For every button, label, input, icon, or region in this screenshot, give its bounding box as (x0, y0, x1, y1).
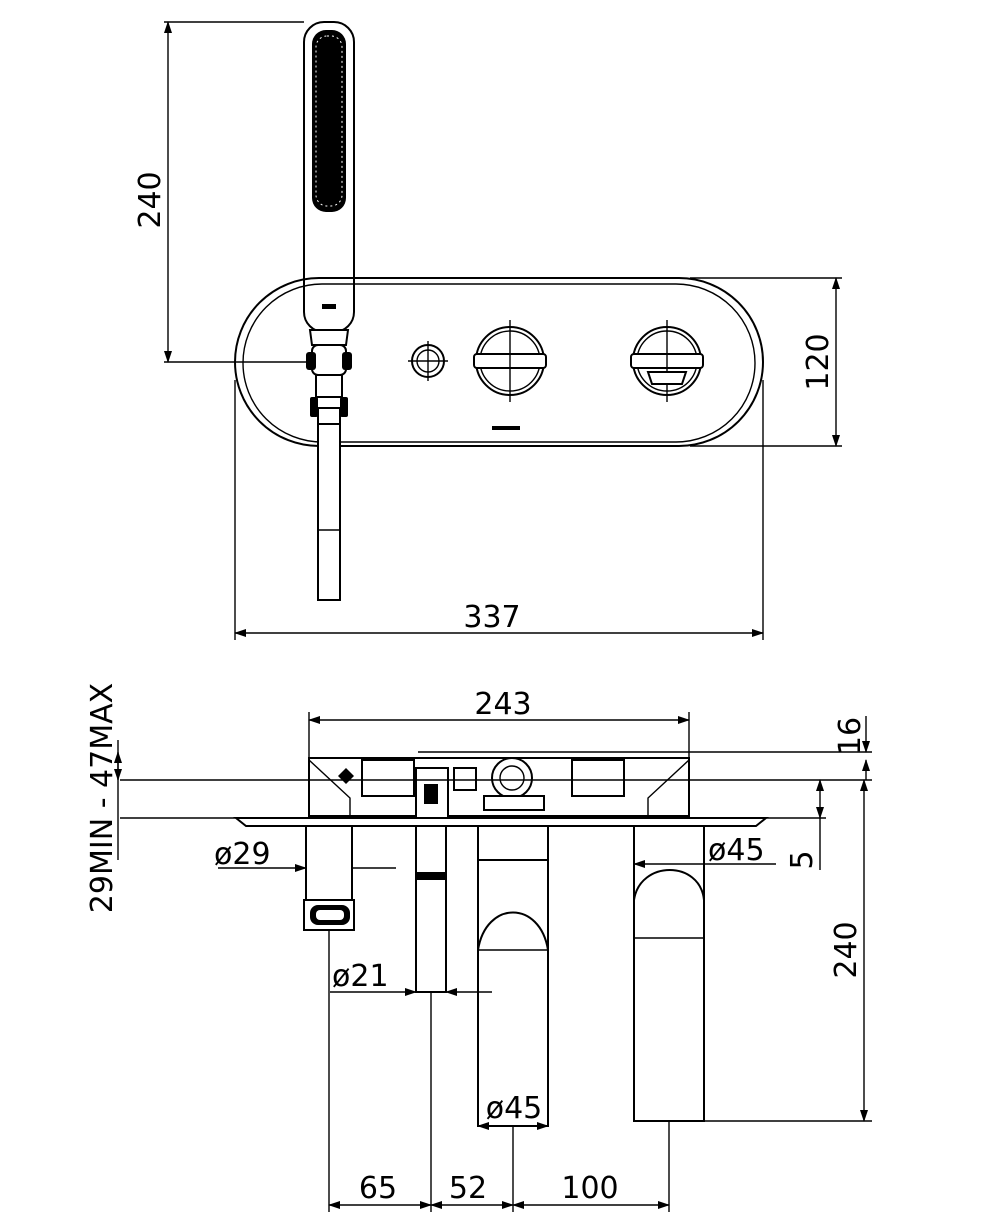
front-plate-inner (242, 283, 756, 443)
center-handle (473, 320, 547, 430)
dim-dia-45-center-label: ø45 (486, 1091, 543, 1126)
dim-body-243: 243 (308, 687, 690, 758)
dim-spacing-65-label: 65 (359, 1171, 397, 1206)
wall-plate (233, 817, 769, 827)
dim-wall-range: 29MIN - 47MAX (85, 683, 122, 913)
right-spout (633, 825, 705, 1122)
dim-plate-5: 5 (785, 779, 824, 870)
dim-dia-45-center: ø45 (477, 1091, 549, 1130)
hose-outlet (415, 825, 447, 993)
hand-shower (303, 21, 355, 601)
valve-body (308, 757, 690, 817)
dim-wall-range-label: 29MIN - 47MAX (85, 683, 120, 913)
dim-plate-120: 120 (690, 277, 842, 447)
center-spout (477, 825, 549, 1127)
right-handle (630, 320, 704, 402)
dim-handshower-240-label: 240 (133, 171, 168, 228)
dim-dia-21: ø21 (330, 959, 492, 996)
dim-top-16-label: 16 (833, 717, 868, 755)
front-view: 240 120 337 (133, 21, 842, 640)
dim-spacing: 65 52 100 (328, 930, 670, 1212)
dim-plate-337: 337 (234, 380, 764, 640)
dim-handshower-240: 240 (133, 21, 310, 363)
dim-dia-21-label: ø21 (332, 959, 389, 994)
holder-left (303, 825, 355, 931)
dim-plate-337-label: 337 (463, 600, 520, 635)
dim-spacing-100-label: 100 (561, 1171, 618, 1206)
dim-plate-5-label: 5 (785, 850, 820, 869)
dim-dia-45-right-label: ø45 (708, 833, 765, 868)
dim-spout-240: 240 (704, 779, 872, 1122)
dim-body-243-label: 243 (474, 687, 531, 722)
dim-dia-45-right: ø45 (633, 833, 776, 868)
dim-spout-240-label: 240 (829, 921, 864, 978)
dim-spacing-52-label: 52 (449, 1171, 487, 1206)
dim-dia-29-label: ø29 (214, 837, 271, 872)
diverter-knob (408, 341, 448, 381)
top-view: 243 29MIN - 47MAX 16 5 ø29 (85, 683, 872, 1212)
dim-plate-120-label: 120 (801, 333, 836, 390)
dim-dia-29: ø29 (214, 837, 396, 872)
dim-top-16: 16 (833, 716, 870, 780)
